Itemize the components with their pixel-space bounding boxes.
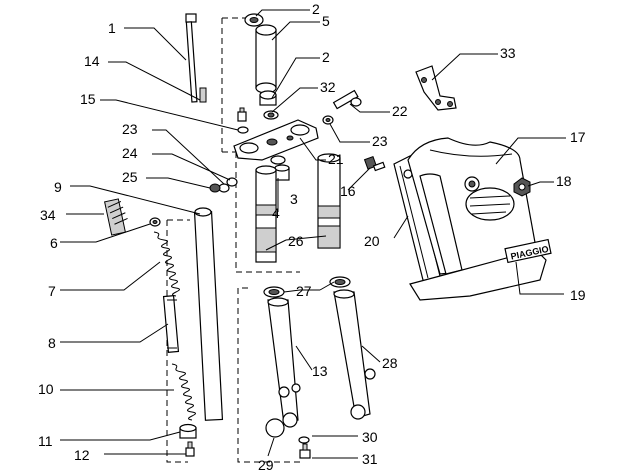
callout-13: 13 (312, 363, 328, 379)
part-23-washer-upper (322, 115, 334, 125)
part-25-nut (209, 183, 221, 193)
callout-8: 8 (48, 335, 56, 351)
callout-33: 33 (500, 45, 516, 61)
part-2-ring (259, 90, 277, 106)
part-26-left-stanchion (255, 165, 277, 263)
part-22-pin (332, 89, 362, 110)
part-10-spring (171, 363, 196, 421)
part-29-plug (265, 418, 285, 438)
upper-group-frame (221, 17, 300, 273)
callout-27: 27 (296, 283, 312, 299)
callout-34: 34 (40, 207, 56, 223)
callout-21: 21 (328, 151, 344, 167)
callout-26: 26 (288, 233, 304, 249)
callout-5: 5 (322, 13, 330, 29)
callout-23-left: 23 (122, 121, 138, 137)
callout-3: 3 (290, 191, 298, 207)
part-34-rubber-grip (104, 198, 128, 236)
callout-14: 14 (84, 53, 100, 69)
callout-16: 16 (340, 183, 356, 199)
callout-2-top: 2 (312, 1, 320, 17)
callout-18: 18 (556, 173, 572, 189)
part-2-top-cap (244, 13, 264, 27)
callout-28: 28 (382, 355, 398, 371)
callout-24: 24 (122, 145, 138, 161)
part-14-small-bolt (237, 107, 247, 122)
callout-7: 7 (48, 283, 56, 299)
part-27-seal-left (263, 286, 285, 298)
part-27-seal-right (329, 276, 351, 288)
part-3-bushing (270, 155, 286, 165)
part-28-right-leg (333, 289, 376, 420)
part-7-spring (153, 231, 180, 297)
callout-25: 25 (122, 169, 138, 185)
callout-19: 19 (570, 287, 586, 303)
lower-group-frame (237, 287, 300, 463)
callout-31: 31 (362, 451, 378, 467)
part-11-bushing (179, 423, 197, 439)
callout-29: 29 (258, 457, 274, 473)
part-33-bracket (415, 65, 457, 111)
part-18-nut (513, 177, 531, 197)
callout-22: 22 (392, 103, 408, 119)
part-6-cap (149, 217, 161, 227)
part-5-spacer-tube (255, 24, 277, 94)
callout-12: 12 (74, 447, 90, 463)
part-4-bushing (274, 164, 290, 181)
part-13-left-leg (267, 297, 301, 428)
part-21-bridge-clamp (233, 119, 319, 161)
part-19-lower-trim: PIAGGIO (409, 238, 552, 301)
callout-1: 1 (108, 20, 116, 36)
callout-6: 6 (50, 235, 58, 251)
callout-23-right: 23 (372, 133, 388, 149)
part-16-screw (363, 155, 386, 172)
part-26-right-stanchion (317, 153, 341, 249)
callout-9: 9 (54, 179, 62, 195)
part-31-screw (299, 443, 311, 459)
part-12-screw (185, 441, 195, 457)
callout-30: 30 (362, 429, 378, 445)
callout-32: 32 (320, 79, 336, 95)
part-9-damper-tube (193, 207, 224, 421)
callout-11: 11 (38, 433, 53, 449)
callout-17: 17 (570, 129, 586, 145)
part-32-washer (263, 110, 279, 120)
callout-10: 10 (38, 381, 54, 397)
callout-labels: 1 2 5 2 33 14 32 15 22 23 23 17 24 21 25… (38, 1, 586, 473)
part-8-rod (162, 295, 180, 353)
leader-lines (60, 9, 566, 459)
callout-15: 15 (80, 91, 96, 107)
callout-2-ring: 2 (322, 49, 330, 65)
part-30-washer (298, 436, 310, 444)
part-1-long-bolt (185, 13, 207, 103)
callout-4: 4 (272, 205, 280, 221)
part-15-washer (237, 126, 249, 134)
callout-20: 20 (364, 233, 380, 249)
